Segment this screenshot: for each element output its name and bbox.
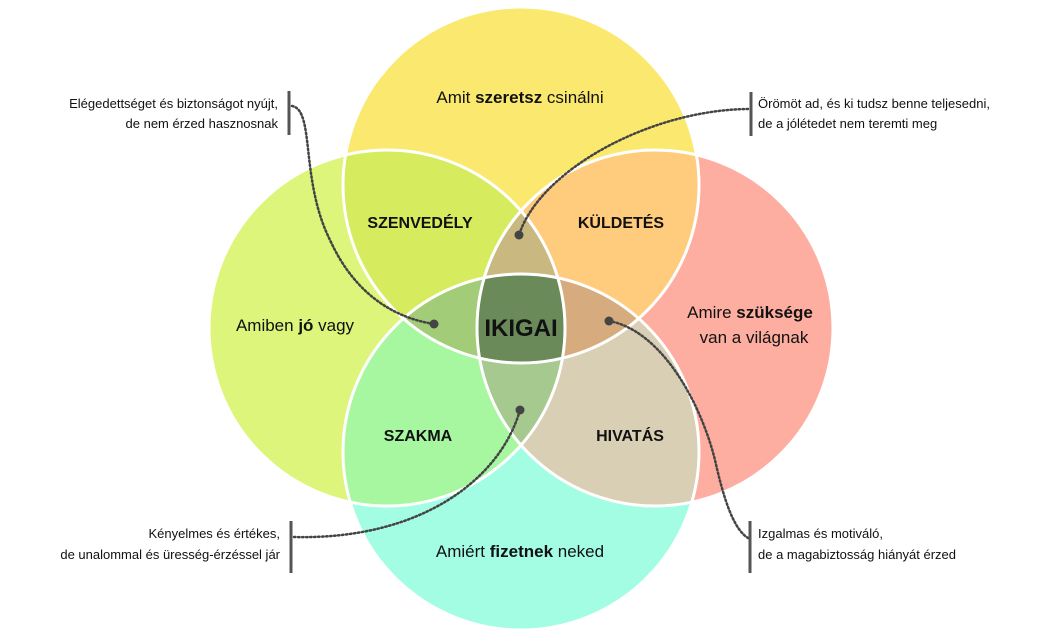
zone-label-vocation: HIVATÁS [596,426,664,445]
label-love: Amit szeretsz csinálni [436,88,603,107]
note-top-left-line1: Elégedettséget és biztonságot nyújt, [69,96,278,111]
connector-dot-left [429,319,439,329]
connector-bottom-right [607,319,750,540]
connector-bottom-left [292,408,522,539]
note-bottom-right-line2: de a magabiztosság hiányát érzed [758,547,956,562]
label-world-needs-line2: van a világnak [700,328,809,347]
zone-label-mission: KÜLDETÉS [578,213,665,232]
connector-top-left [290,104,436,326]
label-world-needs: Amire szüksége [687,303,813,322]
note-top-right-line1: Örömöt ad, és ki tudsz benne teljesedni, [758,96,990,111]
label-good-at: Amiben jó vagy [236,316,355,335]
note-bottom-left-line1: Kényelmes és értékes, [148,526,280,541]
label-paid-for: Amiért fizetnek neked [436,542,604,561]
note-bars [287,91,753,573]
connector-dot-top [514,230,524,240]
zone-label-profession: SZAKMA [384,428,453,445]
connector-top-right [517,107,750,237]
center-label-ikigai: IKIGAI [484,315,557,342]
connector-dot-right [604,316,614,326]
note-top-right-line2: de a jólétedet nem teremti meg [758,116,937,131]
connector-dots [429,230,614,415]
circle-outlines [207,5,835,632]
connector-lines [290,104,750,540]
note-bottom-left-line2: de unalommal és üresség-érzéssel jár [60,547,280,562]
connector-dot-bottom [515,405,525,415]
note-bottom-right-line1: Izgalmas és motiváló, [758,526,883,541]
zone-label-passion: SZENVEDÉLY [367,213,473,232]
note-top-left-line2: de nem érzed hasznosnak [126,116,279,131]
